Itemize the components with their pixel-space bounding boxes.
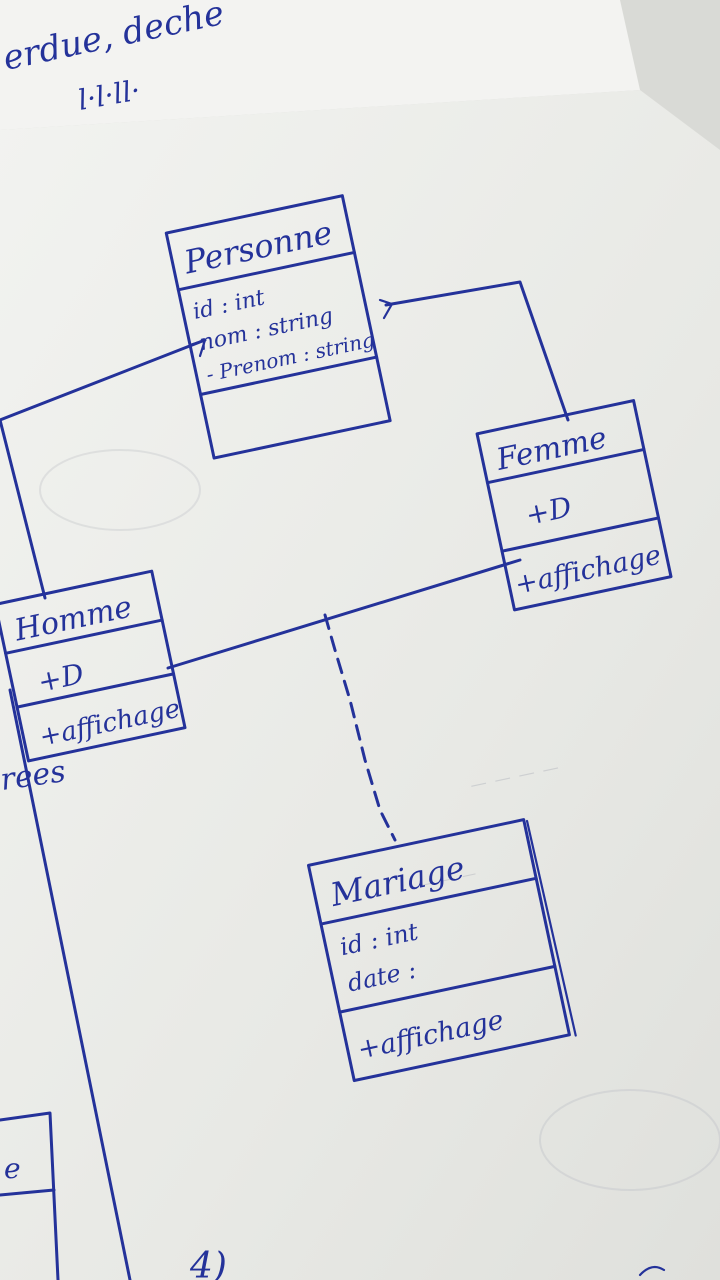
association-class-link — [323, 613, 397, 842]
main-sheet — [0, 90, 720, 1280]
inheritance-line-homme-drop — [0, 418, 47, 600]
association-line — [166, 558, 522, 670]
connectors — [0, 280, 570, 1280]
inheritance-arrow-right — [378, 298, 394, 320]
lower-left-box-text: e — [4, 1152, 21, 1185]
question-number: 4) — [189, 1246, 227, 1280]
inheritance-arrow-left — [188, 338, 207, 358]
lower-left-box: e — [0, 1111, 60, 1280]
back-sheet: erdue, deche l·l·ll· — [0, 0, 640, 130]
inheritance-line-homme — [0, 338, 207, 422]
bottom-right-scribble — [638, 1265, 666, 1277]
margin-line — [8, 688, 132, 1280]
inheritance-line-femme — [384, 280, 570, 422]
